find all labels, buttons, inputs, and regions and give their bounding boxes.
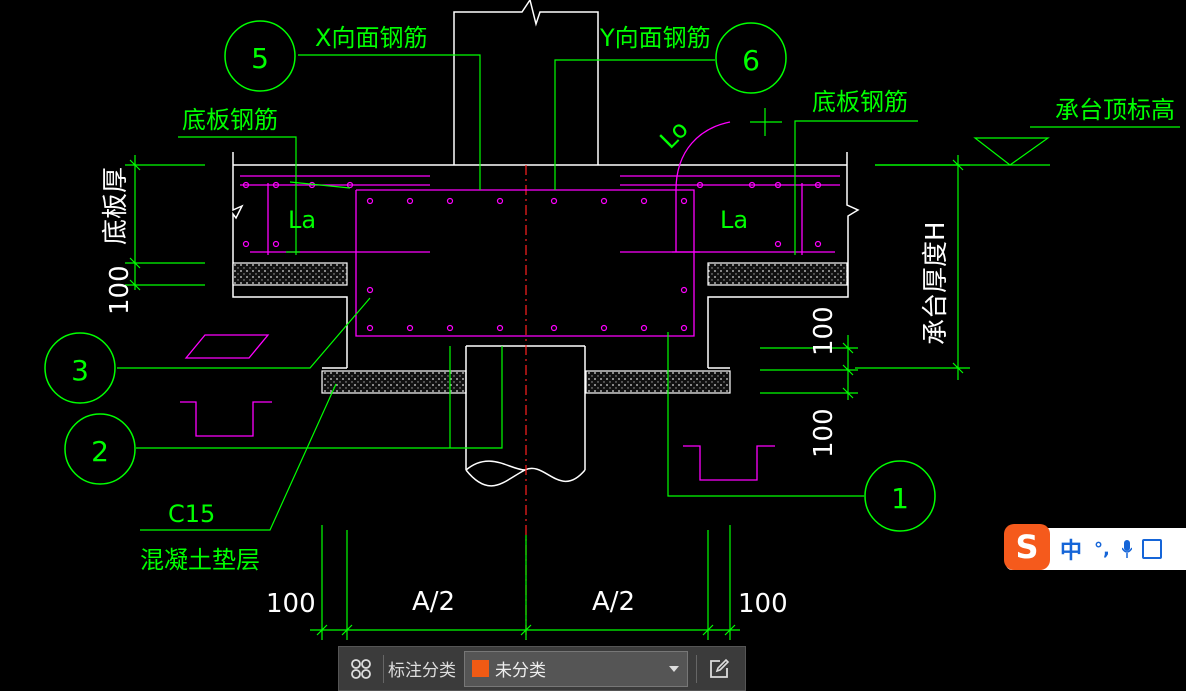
rebar-dot: [550, 197, 558, 205]
callout-5-circle: [224, 20, 296, 92]
rebar-dot: [814, 240, 822, 248]
callout-6-text: 6: [742, 44, 760, 77]
dim-100-right-v1: 100: [809, 306, 839, 356]
dim-100-bottom-right: 100: [738, 589, 788, 619]
grid-icon: [351, 658, 371, 679]
x-rebar-label: X向面钢筋: [315, 24, 427, 52]
dim-a2-left: A/2: [412, 587, 455, 617]
callout-2-text: 2: [91, 435, 109, 468]
callout-1-text: 1: [891, 482, 909, 515]
dim-100-left-v: 100: [105, 265, 135, 315]
rebar-dot: [774, 181, 782, 189]
column-outline: [453, 0, 599, 165]
rebar-dot: [496, 197, 504, 205]
dim-100-bottom-left: 100: [266, 589, 316, 619]
base-rebar-left-label: 底板钢筋: [182, 106, 278, 134]
rebar-dot: [242, 181, 250, 189]
rebar-dot: [496, 324, 504, 332]
callout-5-text: 5: [251, 42, 269, 75]
rebar-lines: [180, 121, 840, 481]
rebar-dot: [680, 324, 688, 332]
rebar-dot: [600, 197, 608, 205]
rebar-dot: [366, 324, 374, 332]
c15-label: C15: [168, 500, 215, 528]
pile-outline: [465, 345, 586, 487]
rebar-dot: [366, 286, 374, 294]
rebar-dot: [366, 197, 374, 205]
rebar-dot: [406, 197, 414, 205]
leader-lines: [117, 54, 1180, 531]
rebar-dot: [814, 181, 822, 189]
callout-6-circle: [715, 22, 787, 94]
cap-top-elev-label: 承台顶标高: [1055, 96, 1175, 124]
cushion-label: 混凝土垫层: [140, 546, 260, 574]
rebar-dot: [748, 181, 756, 189]
y-rebar-label: Y向面钢筋: [599, 24, 711, 52]
toolbar-separator: [383, 654, 384, 683]
callout-1-circle: [864, 460, 936, 532]
rebar-dot: [640, 324, 648, 332]
la-right-label: La: [720, 206, 748, 234]
chevron-down-icon: [669, 665, 679, 672]
cap-thickness-label: 承台厚度H: [921, 221, 951, 345]
callout-circles: [44, 20, 936, 532]
rebar-dot: [696, 181, 704, 189]
edit-icon: [710, 658, 730, 678]
edit-button[interactable]: [697, 647, 741, 690]
base-thickness-label: 底板厚: [101, 167, 131, 245]
rebar-dot: [680, 286, 688, 294]
ime-punctuation-toggle[interactable]: °,: [1094, 538, 1110, 560]
rebar-dot: [406, 324, 414, 332]
callout-3-text: 3: [71, 354, 89, 387]
category-select[interactable]: 未分类: [464, 650, 688, 687]
rebar-dot: [550, 324, 558, 332]
dimension-lines: [125, 155, 970, 640]
annotation-category-label: 标注分类: [388, 661, 456, 681]
keyboard-icon[interactable]: [1141, 539, 1162, 559]
base-rebar-right-label: 底板钢筋: [812, 88, 908, 116]
dim-a2-right: A/2: [592, 587, 635, 617]
rebar-dot: [600, 324, 608, 332]
rebar-dot: [640, 197, 648, 205]
rebar-dot: [446, 324, 454, 332]
grid-layout-button[interactable]: [339, 647, 383, 690]
cap-outline: [232, 152, 860, 369]
sogou-logo-icon[interactable]: S: [1004, 524, 1050, 570]
annotation-toolbar: 标注分类 未分类: [338, 646, 746, 691]
ime-language-toggle[interactable]: 中: [1060, 539, 1083, 564]
rebar-dot: [680, 197, 688, 205]
dim-100-right-v2: 100: [809, 408, 839, 458]
rebar-dot: [272, 240, 280, 248]
callout-2-circle: [64, 413, 136, 485]
rebar-dot: [272, 181, 280, 189]
la-left-label: La: [288, 206, 316, 234]
rebar-dot: [774, 240, 782, 248]
ime-toolbar[interactable]: S 中 °,: [1004, 524, 1186, 570]
category-select-value: 未分类: [495, 661, 546, 681]
toolbar-separator: [696, 654, 697, 683]
rebar-dot: [446, 197, 454, 205]
rebar-dots: [242, 181, 822, 332]
callout-3-circle: [44, 332, 116, 404]
rebar-dot: [242, 240, 250, 248]
category-color-swatch: [472, 660, 489, 677]
mic-icon[interactable]: [1121, 540, 1132, 558]
cushion-hatch: [232, 262, 848, 394]
